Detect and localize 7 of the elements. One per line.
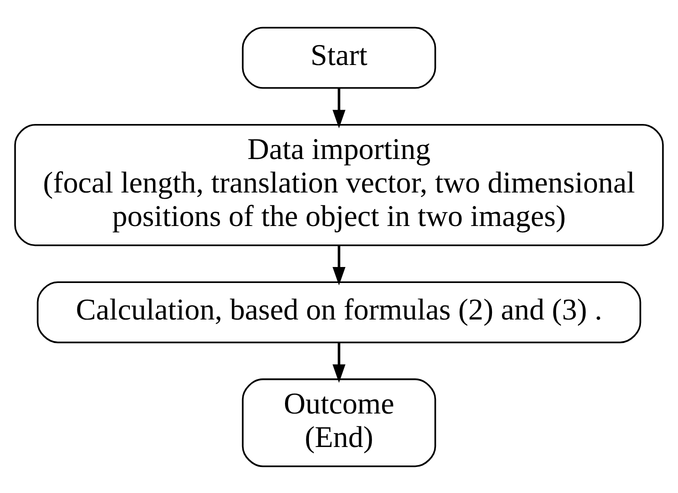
node-box: Outcome (End) [242,378,436,467]
arrow [332,88,346,128]
arrow [332,342,346,382]
arrow [332,245,346,285]
node-box: Data importing (focal length, translation vector, two dimensional positions of the object in two images) [14,123,664,246]
node-box: Start [242,26,436,88]
node-box: Calculation, based on formulas (2) and (3) . [36,280,642,343]
